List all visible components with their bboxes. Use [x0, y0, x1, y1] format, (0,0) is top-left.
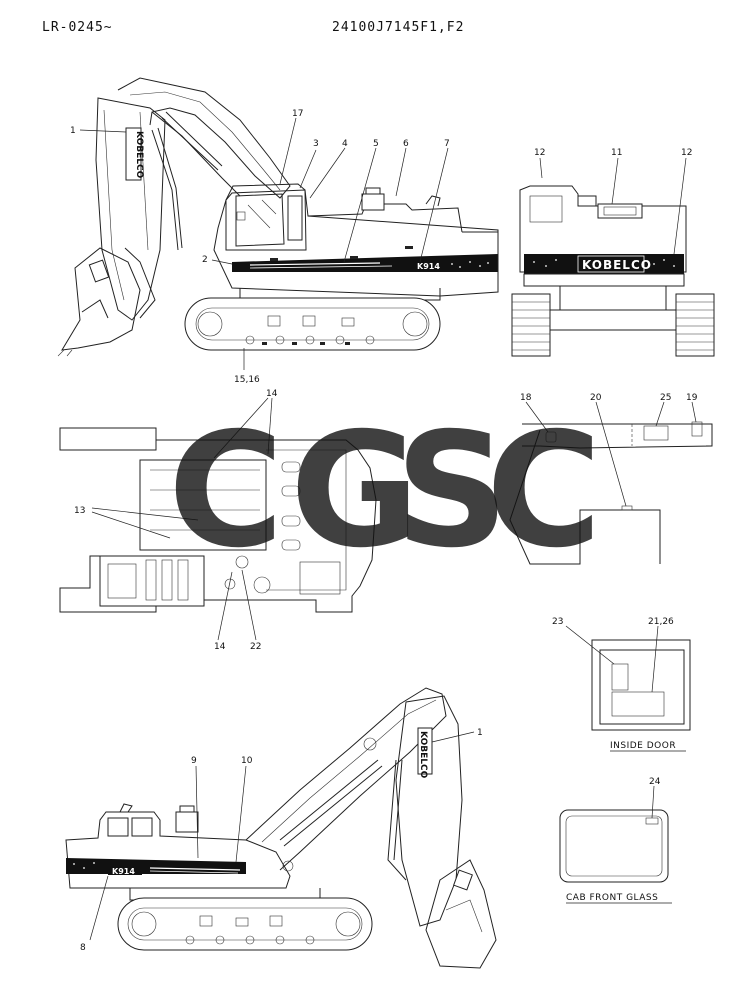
watermark-letter-2: G [290, 399, 420, 583]
callout-20: 20 [590, 393, 602, 403]
callout-10: 10 [241, 756, 253, 766]
inside-door-caption: INSIDE DOOR [610, 741, 676, 751]
watermark-letter-3: S [395, 399, 509, 583]
callout-17: 17 [292, 109, 303, 119]
callout-23: 23 [552, 617, 563, 627]
callout-21-26: 21,26 [648, 617, 674, 627]
callout-22: 22 [250, 642, 261, 652]
callout-13: 13 [74, 506, 85, 516]
callout-9: 9 [191, 756, 197, 766]
side-view-right: K914 KOBELCO 9 10 8 [65, 687, 497, 969]
side-view-left: KOBELCO K914 [57, 77, 499, 385]
top-view: 14 13 14 22 [59, 389, 377, 652]
cab-front-glass-caption: CAB FRONT GLASS [566, 893, 658, 903]
arm-logo-text-right: KOBELCO [418, 731, 428, 779]
watermark-letter-1: C [168, 399, 284, 583]
drawing-code: LR-0245~ [42, 20, 113, 35]
callout-4: 4 [342, 139, 348, 149]
callout-12-right: 12 [681, 148, 692, 158]
gsc-watermark: C G S C [168, 399, 602, 583]
callout-6: 6 [403, 139, 409, 149]
callout-24: 24 [649, 777, 661, 787]
callout-15-16: 15,16 [234, 375, 260, 385]
watermark-letter-4: C [486, 399, 602, 583]
callout-14-bottom: 14 [214, 642, 226, 652]
callout-19: 19 [686, 393, 698, 403]
callout-2: 2 [202, 255, 208, 265]
callout-14-top: 14 [266, 389, 278, 399]
part-number: 24100J7145F1,F2 [332, 20, 465, 35]
callout-7: 7 [444, 139, 450, 149]
callout-8: 8 [80, 943, 86, 953]
inside-door-view: 23 21,26 INSIDE DOOR [552, 617, 691, 752]
rear-logo-text: KOBELCO [582, 258, 652, 272]
callout-1-right: 1 [477, 728, 483, 738]
callout-25: 25 [660, 393, 671, 403]
arm-logo-text: KOBELCO [134, 131, 144, 179]
callout-5: 5 [373, 139, 379, 149]
callout-11: 11 [611, 148, 622, 158]
callout-3: 3 [313, 139, 319, 149]
right-model-text: K914 [112, 867, 135, 876]
cab-detail-view: 18 20 25 19 [509, 393, 713, 565]
cab-front-glass-view: 24 CAB FRONT GLASS [559, 777, 672, 904]
callout-18: 18 [520, 393, 532, 403]
callout-12-left: 12 [534, 148, 545, 158]
side-model-text: K914 [417, 262, 440, 271]
rear-view: KOBELCO 12 11 12 [511, 148, 715, 357]
callout-1: 1 [70, 126, 76, 136]
